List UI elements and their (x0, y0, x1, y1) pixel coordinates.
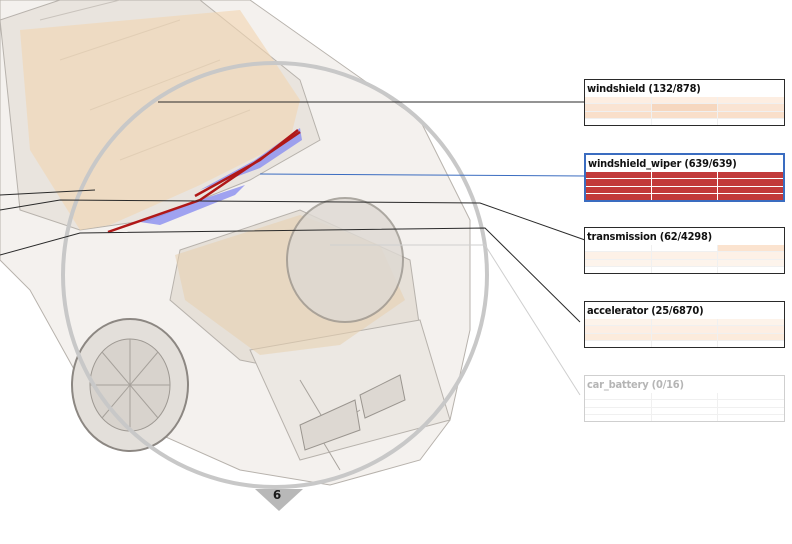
page-indicator-triangle[interactable] (255, 489, 303, 511)
windshield-wiper-highlight (140, 185, 245, 225)
spare-wheel (286, 197, 404, 323)
leader-lines (0, 101, 586, 396)
part-panel-windshield[interactable]: windshield (132/878) (584, 79, 785, 126)
front-wheel (71, 318, 189, 452)
page-number: 6 (272, 488, 282, 502)
part-panel-accelerator[interactable]: accelerator (25/6870) (584, 301, 785, 348)
part-panel-title: windshield (132/878) (587, 82, 701, 95)
part-panel-car-battery[interactable]: car_battery (0/16) (584, 375, 785, 422)
part-panel-title: windshield_wiper (639/639) (588, 157, 737, 170)
part-panel-grid[interactable] (585, 245, 784, 273)
part-panel-transmission[interactable]: transmission (62/4298) (584, 227, 785, 274)
windshield-wiper-part-2 (194, 129, 299, 198)
part-panel-title: transmission (62/4298) (587, 230, 712, 243)
focus-lens (61, 61, 489, 489)
part-panel-grid[interactable] (586, 172, 783, 200)
part-panel-windshield-wiper[interactable]: windshield_wiper (639/639) (584, 153, 785, 202)
page-indicator[interactable]: 6 (255, 487, 299, 511)
part-panel-title: accelerator (25/6870) (587, 304, 704, 317)
part-panel-title: car_battery (0/16) (587, 378, 684, 391)
part-panel-grid[interactable] (585, 393, 784, 421)
part-panel-grid[interactable] (585, 97, 784, 125)
part-panel-grid[interactable] (585, 319, 784, 347)
front-grille (299, 374, 406, 451)
